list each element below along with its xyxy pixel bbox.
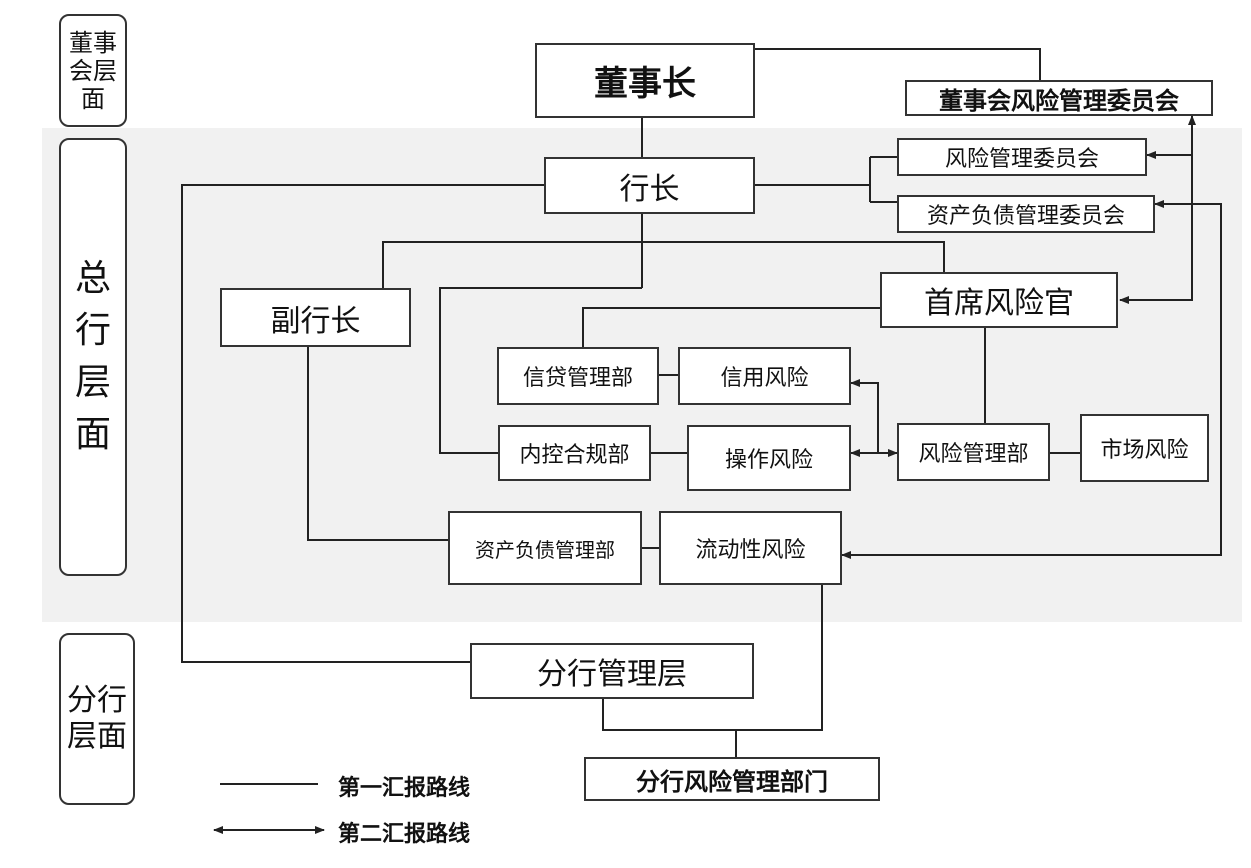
legend-first-line: 第一汇报路线 (338, 776, 471, 801)
node-risk-committee: 风险管理委员会 (897, 138, 1147, 176)
node-chairman: 董事长 (535, 43, 755, 118)
node-credit-dept: 信贷管理部 (497, 347, 659, 405)
node-internal-control-dept: 内控合规部 (498, 425, 651, 481)
tier-branch: 分行层面 (59, 633, 135, 805)
arrow-alm-committee-liquidity (841, 200, 1222, 559)
line-internal-control (439, 287, 642, 454)
node-branch-risk-dept: 分行风险管理部门 (584, 757, 880, 801)
node-alm-committee: 资产负债管理委员会 (897, 195, 1155, 233)
line-vp-alm (307, 347, 448, 541)
line-cro-credit (582, 307, 880, 347)
node-vice-president: 副行长 (220, 288, 411, 347)
line-president-committees (755, 156, 897, 203)
tier-head-office: 总行层面 (59, 138, 127, 576)
node-alm-dept: 资产负债管理部 (448, 511, 642, 585)
node-market-risk: 市场风险 (1080, 414, 1209, 482)
arrow-credit-risk-riskdept (850, 379, 898, 457)
node-president: 行长 (544, 157, 755, 214)
tier-head-office-label: 总行层面 (74, 258, 111, 455)
node-liquidity-risk: 流动性风险 (659, 511, 842, 585)
tier-board: 董事会层面 (59, 14, 127, 127)
line-vp-cro-bracket (382, 241, 945, 288)
line-president-branch-mgmt (181, 184, 544, 663)
node-board-risk-committee: 董事会风险管理委员会 (905, 80, 1213, 116)
line-chairman-board-committee (755, 48, 1041, 80)
node-credit-risk: 信用风险 (678, 347, 851, 405)
tier-board-label: 董事会层面 (69, 28, 117, 113)
legend-second-line: 第二汇报路线 (338, 822, 471, 847)
node-operational-risk: 操作风险 (687, 425, 851, 491)
node-branch-mgmt: 分行管理层 (470, 643, 754, 699)
node-risk-dept: 风险管理部 (897, 423, 1050, 481)
tier-branch-label: 分行层面 (67, 683, 127, 754)
line-branch-riskdept (602, 584, 823, 757)
node-cro: 首席风险官 (880, 272, 1118, 328)
